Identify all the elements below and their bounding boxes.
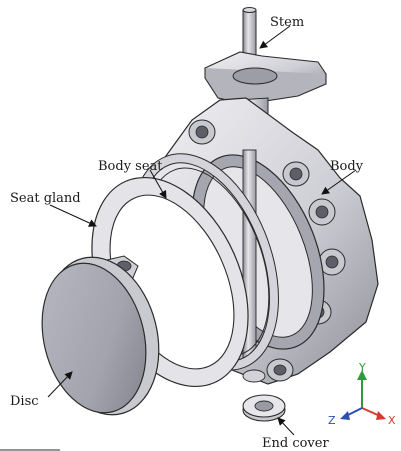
label-seat-gland: Seat gland (10, 191, 81, 206)
seat-gland-leader (49, 204, 97, 227)
stem-leader (259, 25, 291, 49)
label-body: Body (330, 159, 364, 174)
label-body-seat: Body seat (98, 159, 163, 174)
label-stem: Stem (270, 15, 304, 30)
axis-label-x: X (388, 414, 396, 427)
disc-part (41, 255, 160, 416)
coordinate-triad: Y X Z (328, 361, 396, 427)
end-cover-leader (277, 417, 295, 436)
leader-lines (47, 25, 357, 436)
label-disc: Disc (10, 394, 39, 409)
axis-label-y: Y (358, 361, 366, 374)
axis-label-z: Z (328, 414, 336, 427)
label-end-cover: End cover (262, 436, 329, 451)
body-leader (321, 169, 357, 195)
body-seat-leader (149, 169, 167, 199)
end-cover-part (242, 369, 286, 422)
x-axis-arrow (361, 407, 381, 417)
disc-leader (47, 371, 73, 398)
